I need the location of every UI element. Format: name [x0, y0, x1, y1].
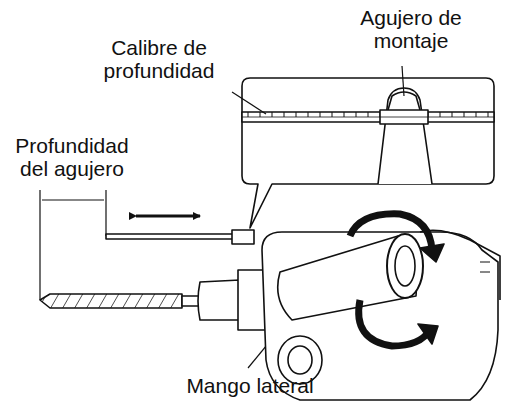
ruler-tick	[284, 112, 285, 117]
ruler-tick	[464, 112, 465, 117]
ruler-tick	[248, 112, 249, 117]
part-label: Calibre de profundidad	[84, 36, 234, 82]
ruler-tick	[272, 112, 273, 117]
ruler-tick	[332, 112, 333, 117]
ruler-tick	[260, 112, 261, 117]
ruler-tick	[440, 112, 441, 117]
ruler-tick	[344, 112, 345, 117]
part-label: Mango lateral	[130, 374, 370, 397]
ruler-tick	[488, 112, 489, 117]
ruler-tick	[452, 112, 453, 117]
ruler-tick	[296, 112, 297, 117]
ruler-tick	[368, 112, 369, 117]
ruler-tick	[320, 112, 321, 117]
ruler-tick	[356, 112, 357, 117]
ruler-tick	[308, 112, 309, 117]
ruler-tick	[476, 112, 477, 117]
dimension-label: Profundidad del agujero	[2, 134, 142, 180]
part-label: Agujero de montaje	[336, 6, 486, 52]
